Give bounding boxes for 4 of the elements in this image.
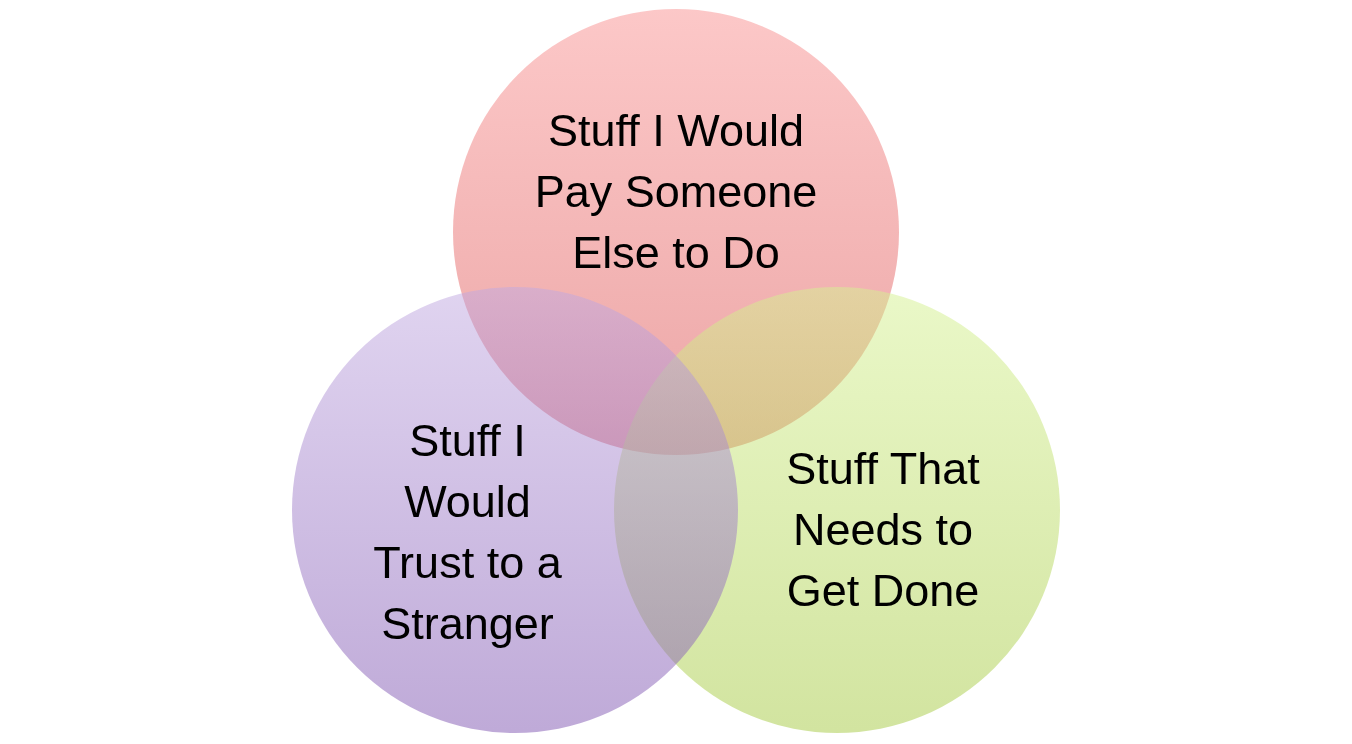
venn-circle: [292, 287, 738, 733]
circle-label: Stuff I Would Pay Someone Else to Do: [533, 104, 819, 280]
circle-label: Stuff I Would Trust to a Stranger: [372, 414, 563, 651]
circle-label: Stuff That Needs to Get Done: [785, 442, 981, 618]
